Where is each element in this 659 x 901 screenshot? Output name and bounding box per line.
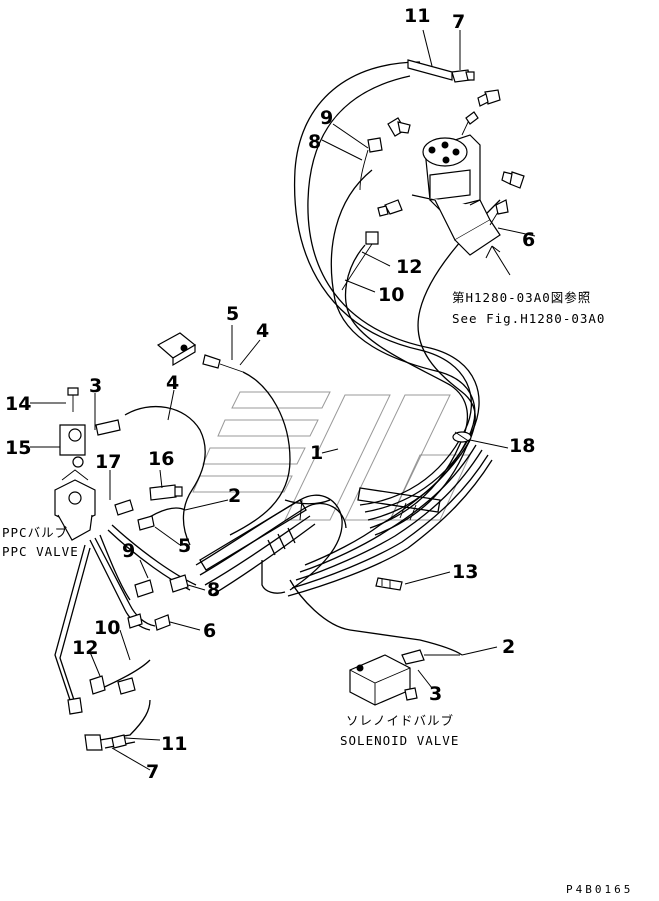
- ppc-valve-label-jp: PPCバルブ: [2, 525, 68, 540]
- leader-lines: [30, 29, 536, 771]
- clamp-18: [452, 431, 472, 443]
- callout-10-right: 10: [378, 284, 404, 306]
- callout-5-low: 5: [178, 535, 191, 557]
- fitting-5-4-mid: [156, 332, 244, 373]
- callout-4-mid: 4: [256, 320, 269, 342]
- callout-2-mid: 2: [228, 485, 241, 507]
- callout-8-low: 8: [207, 579, 220, 601]
- callout-9-low: 9: [122, 540, 135, 562]
- callout-2-low: 2: [502, 636, 515, 658]
- callout-13: 13: [452, 561, 478, 583]
- callout-7-top: 7: [452, 11, 465, 33]
- callout-14: 14: [5, 393, 31, 415]
- callout-11-top: 11: [404, 5, 430, 27]
- callout-4-left: 4: [166, 372, 179, 394]
- callout-3-low: 3: [429, 683, 442, 705]
- callout-16: 16: [148, 448, 174, 470]
- solenoid-valve: [349, 649, 460, 706]
- solenoid-valve-label-en: SOLENOID VALVE: [340, 733, 459, 748]
- clamp-13: [375, 577, 403, 591]
- callout-5-mid: 5: [226, 303, 239, 325]
- callout-12-low: 12: [72, 637, 98, 659]
- reference-label-jp: 第H1280-03A0図参照: [452, 290, 591, 305]
- hoses-lower-left: [54, 524, 197, 751]
- callout-numbers: 11 7 9 8 6 12 10 5 4 4 3 14 15 17 16 2 1…: [5, 5, 535, 783]
- solenoid-valve-label-jp: ソレノイドバルブ: [346, 713, 454, 728]
- callout-12-right: 12: [396, 256, 422, 278]
- callout-15: 15: [5, 437, 31, 459]
- callout-6-right: 6: [522, 229, 535, 251]
- callout-1: 1: [310, 442, 323, 464]
- text-labels: 第H1280-03A0図参照 See Fig.H1280-03A0 PPCバルブ…: [2, 290, 633, 896]
- callout-10-low: 10: [94, 617, 120, 639]
- reference-label-en: See Fig.H1280-03A0: [452, 311, 605, 326]
- callout-8-top: 8: [308, 131, 321, 153]
- callout-3-left: 3: [89, 375, 102, 397]
- callout-18: 18: [509, 435, 535, 457]
- callout-6-low: 6: [203, 620, 216, 642]
- callout-9-top: 9: [320, 107, 333, 129]
- ppc-valve: [54, 387, 183, 541]
- valve-assembly-upper: [341, 59, 525, 291]
- callout-7-low: 7: [146, 761, 159, 783]
- ppc-valve-label-en: PPC VALVE: [2, 544, 79, 559]
- hose-bundle: [124, 61, 501, 656]
- figure-code: P4B0165: [566, 883, 633, 896]
- callout-11-low: 11: [161, 733, 187, 755]
- callout-17: 17: [95, 451, 121, 473]
